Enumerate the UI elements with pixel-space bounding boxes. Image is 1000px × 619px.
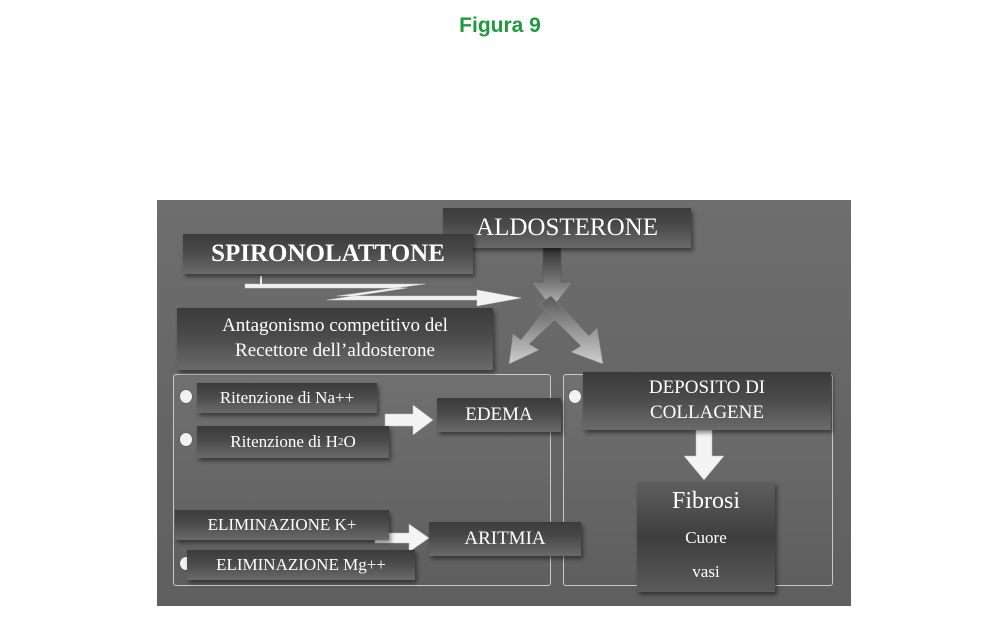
edema-box: EDEMA	[437, 398, 561, 432]
bullet-deposito	[569, 390, 581, 403]
deposito-collagene-box: DEPOSITO DI COLLAGENE	[583, 372, 831, 430]
ritenzione-h2o-suffix: O	[343, 432, 356, 451]
fibrosi-label: Fibrosi	[671, 488, 740, 514]
aldosterone-down-arrow	[530, 245, 574, 309]
antagonism-line-1: Antagonismo competitivo del	[222, 315, 448, 337]
antagonism-box: Antagonismo competitivo del Recettore de…	[177, 308, 493, 370]
cuore-label: Cuore	[685, 528, 727, 548]
fibrosi-box: Fibrosi Cuore vasi	[637, 482, 775, 592]
arrow-to-edema	[384, 404, 434, 436]
bullet-ritenzione-na	[180, 390, 192, 403]
aldosterone-box: ALDOSTERONE	[443, 208, 691, 248]
antagonism-line-2: Recettore dell’aldosterone	[235, 340, 435, 361]
split-arrow-right	[538, 295, 604, 365]
ritenzione-na-box: Ritenzione di Na++	[197, 383, 377, 413]
arrows-layer	[244, 245, 725, 553]
deposito-line-1: DEPOSITO DI	[648, 377, 766, 399]
spironolattone-zigzag-arrow	[244, 283, 522, 307]
eliminazione-mg-box: ELIMINAZIONE Mg++	[187, 550, 415, 580]
ritenzione-h2o-prefix: Ritenzione di H	[230, 432, 338, 451]
arrow-to-aritmia	[374, 523, 430, 553]
arrow-to-fibrosi	[683, 429, 725, 481]
eliminazione-k-box: ELIMINAZIONE K+	[175, 510, 389, 540]
spironolattone-box: SPIRONOLATTONE	[183, 234, 473, 274]
aritmia-box: ARITMIA	[429, 522, 581, 556]
diagram-slide: ALDOSTERONE SPIRONOLATTONE Antagonismo c…	[157, 200, 851, 606]
ritenzione-h2o-subscript: 2	[337, 436, 344, 448]
vasi-label: vasi	[692, 562, 720, 582]
deposito-line-2: COLLAGENE	[650, 402, 764, 423]
bullet-ritenzione-h2o	[180, 433, 192, 446]
figure-caption: Figura 9	[459, 14, 541, 37]
